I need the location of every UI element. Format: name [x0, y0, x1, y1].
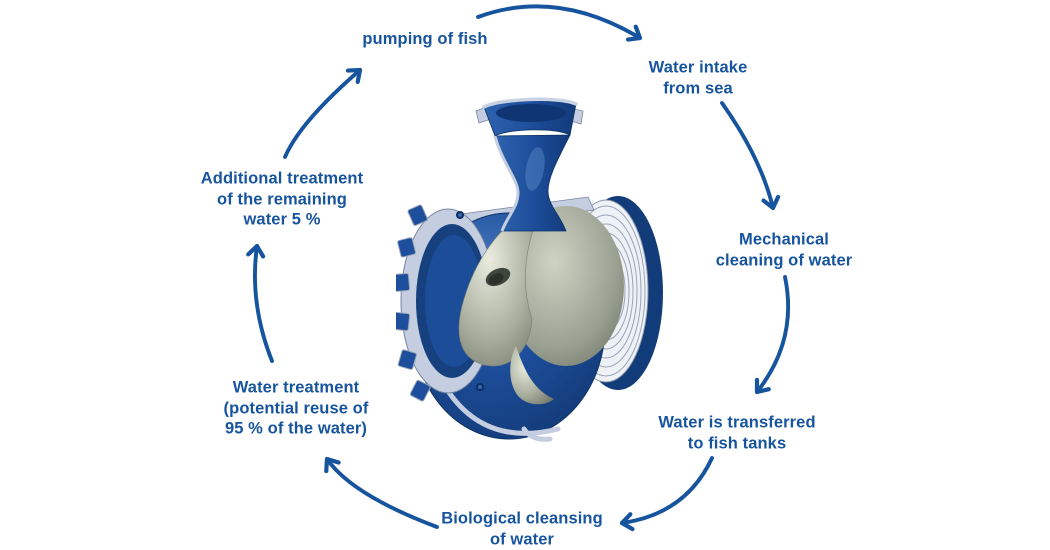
- arrow-intake-to-mechanical: [720, 101, 781, 211]
- label-water-transferred-to-fish-tanks: Water is transferred to fish tanks: [658, 413, 816, 453]
- pump-cutaway-image: [396, 97, 663, 442]
- arrow-treatment-to-additional: [246, 243, 274, 363]
- funnel-highlight: [525, 147, 545, 191]
- arrow-pumping-to-intake: [476, 4, 643, 42]
- bolts: [456, 211, 484, 391]
- label-mechanical-cleaning-of-water: Mechanical cleaning of water: [715, 230, 853, 270]
- arrow-additional-to-pumping: [283, 67, 363, 159]
- impeller-dome: [508, 206, 624, 366]
- arrow-mechanical-to-transfer: [754, 275, 791, 395]
- casing-bottom-cut-edge: [445, 388, 561, 436]
- funnel-cut-edge: [493, 135, 520, 232]
- discharge-cup-rim: [482, 97, 578, 109]
- label-additional-treatment: Additional treatment of the remaining wa…: [200, 169, 364, 229]
- discharge-cup-opening: [496, 104, 566, 122]
- label-water-intake-from-sea: Water intake from sea: [648, 58, 748, 98]
- label-water-treatment: Water treatment (potential reuse of 95 %…: [223, 378, 369, 438]
- arrow-transfer-to-biological: [619, 456, 714, 532]
- impeller-blade-tip: [510, 346, 554, 405]
- casing-bottom-lip: [521, 426, 553, 442]
- arrow-biological-to-treatment: [324, 456, 439, 529]
- flange-lugs: [396, 204, 431, 402]
- label-pumping-of-fish: pumping of fish: [362, 29, 488, 48]
- impeller-hub-hole-inner: [488, 273, 504, 285]
- label-biological-cleansing-of-water: Biological cleansing of water: [441, 509, 603, 549]
